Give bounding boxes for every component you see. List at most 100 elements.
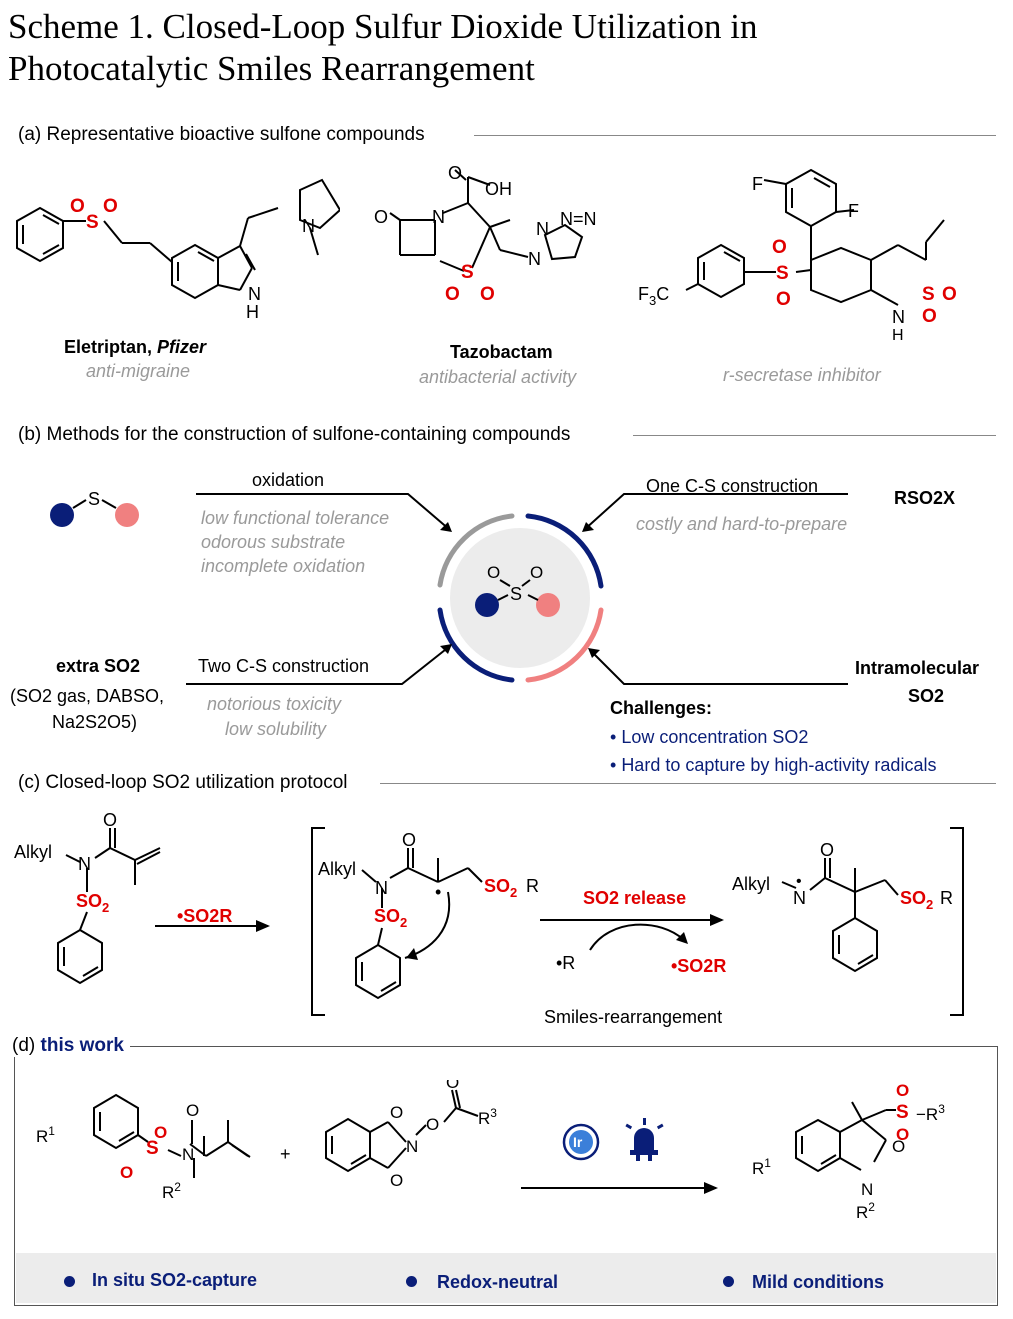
oxidation-label: oxidation — [252, 470, 325, 490]
svg-text:O: O — [186, 1101, 199, 1120]
feature-in-situ: In situ SO2-capture — [92, 1270, 258, 1290]
svg-text:+: + — [280, 1144, 291, 1164]
svg-text:O: O — [374, 207, 388, 227]
svg-text:Alkyl: Alkyl — [318, 859, 356, 879]
tazobactam-structure: O N O OH S O O N N N=N — [374, 165, 597, 305]
feature-bullet-1 — [64, 1276, 75, 1287]
svg-text:O: O — [820, 840, 834, 860]
svg-text:S: S — [896, 1102, 909, 1123]
svg-text:Alkyl: Alkyl — [732, 874, 770, 894]
svg-text:•: • — [435, 882, 441, 902]
svg-text:S: S — [88, 489, 100, 509]
svg-text:H: H — [246, 302, 259, 322]
two-cs-issue-1: notorious toxicity — [207, 694, 342, 714]
svg-text:SO2: SO2 — [374, 906, 407, 930]
svg-text:R: R — [526, 876, 539, 896]
svg-text:N: N — [536, 219, 549, 239]
svg-text:O: O — [445, 284, 460, 305]
svg-text:S: S — [146, 1138, 159, 1159]
svg-text:S: S — [776, 263, 789, 284]
extra-so2-reagent: extra SO2 — [56, 656, 141, 676]
svg-text:O: O — [154, 1123, 167, 1142]
eletriptan-activity: anti-migraine — [86, 361, 191, 381]
svg-text:N: N — [793, 888, 806, 908]
svg-text:O: O — [487, 563, 500, 582]
oxidation-issue-2: odorous substrate — [201, 532, 346, 552]
svg-text:O: O — [70, 196, 85, 217]
svg-text:Alkyl: Alkyl — [14, 842, 52, 862]
svg-text:R1: R1 — [36, 1124, 55, 1146]
svg-text:F: F — [848, 201, 859, 221]
svg-text:O: O — [480, 284, 495, 305]
svg-text:O: O — [120, 1163, 133, 1182]
section-c-heading: (c) Closed-loop SO2 utilization protocol — [18, 772, 348, 793]
svg-text:−R3: −R3 — [916, 1102, 945, 1124]
svg-text:O: O — [446, 1080, 459, 1092]
svg-text:O: O — [776, 289, 791, 310]
feature-bullet-3 — [723, 1276, 734, 1287]
scheme-title: Scheme 1. Closed-Loop Sulfur Dioxide Uti… — [8, 6, 1008, 90]
svg-text:N: N — [892, 307, 905, 327]
title-line-2: Photocatalytic Smiles Rearrangement — [8, 49, 535, 88]
section-b-diagram: S S O O — [50, 489, 848, 685]
svg-text:O: O — [530, 563, 543, 582]
svg-text:O: O — [896, 1081, 909, 1100]
so2-release-label: SO2 release — [583, 888, 687, 908]
svg-text:R2: R2 — [856, 1200, 875, 1222]
intramolecular-label-1: Intramolecular — [855, 658, 980, 678]
svg-text:N: N — [248, 284, 261, 304]
svg-text:N=N: N=N — [560, 209, 597, 229]
challenge-item-2: • Hard to capture by high-activity radic… — [610, 755, 937, 775]
svg-text:N: N — [182, 1145, 194, 1164]
svg-text:O: O — [103, 810, 117, 830]
two-cs-label: Two C-S construction — [198, 656, 370, 676]
svg-text:S: S — [461, 262, 474, 283]
light-bulb-icon — [625, 1118, 664, 1161]
svg-text:•: • — [796, 873, 802, 890]
section-b-rule — [633, 435, 996, 436]
svg-text:S: S — [86, 212, 99, 233]
svg-text:R1: R1 — [752, 1156, 771, 1178]
svg-text:R3: R3 — [478, 1106, 497, 1128]
feature-bullet-2 — [406, 1276, 417, 1287]
section-d-box — [14, 1046, 998, 1306]
svg-text:N: N — [406, 1137, 418, 1156]
so2-sources-2: Na2S2O5) — [52, 712, 138, 732]
tazobactam-activity: antibacterial activity — [419, 367, 577, 387]
secretase-inhibitor-structure: F F S O O S O O N H F3C — [638, 168, 957, 340]
svg-text:F: F — [752, 174, 763, 194]
one-cs-issue: costly and hard-to-prepare — [636, 514, 848, 534]
svg-text:OH: OH — [485, 179, 512, 199]
section-c-rule — [380, 783, 996, 784]
title-line-1: Scheme 1. Closed-Loop Sulfur Dioxide Uti… — [8, 7, 758, 46]
smiles-caption: Smiles-rearrangement — [544, 1007, 723, 1027]
ir-catalyst-label: Ir — [573, 1134, 583, 1150]
svg-text:O: O — [942, 284, 957, 305]
oxidation-issue-3: incomplete oxidation — [201, 556, 366, 576]
eletriptan-structure: S O O N H N — [16, 178, 340, 322]
tazobactam-name: Tazobactam — [450, 342, 553, 362]
two-cs-issue-2: low solubility — [225, 719, 327, 739]
svg-text:F3C: F3C — [638, 284, 669, 308]
challenge-item-1: • Low concentration SO2 — [610, 727, 809, 747]
svg-text:N: N — [528, 249, 541, 269]
svg-text:O: O — [922, 306, 937, 327]
feature-redox: Redox-neutral — [437, 1272, 559, 1292]
svg-text:O: O — [390, 1103, 403, 1122]
svg-text:O: O — [892, 1137, 905, 1156]
svg-text:N: N — [375, 878, 388, 898]
svg-text:O: O — [426, 1115, 439, 1134]
section-d-heading: (d) this work — [12, 1035, 130, 1057]
oxidation-issue-1: low functional tolerance — [201, 508, 390, 528]
feature-mild: Mild conditions — [752, 1272, 884, 1292]
svg-text:R: R — [940, 888, 953, 908]
section-a-heading: (a) Representative bioactive sulfone com… — [18, 124, 425, 145]
svg-text:N: N — [302, 216, 315, 236]
svg-text:O: O — [103, 196, 118, 217]
svg-text:N: N — [861, 1180, 873, 1199]
section-c-scheme: Alkyl N O SO2 Alkyl N O • SO2 R SO2 Alky… — [14, 810, 964, 1016]
svg-text:SO2: SO2 — [900, 888, 933, 912]
svg-text:S: S — [922, 284, 935, 305]
svg-text:O: O — [402, 830, 416, 850]
svg-text:S: S — [510, 584, 522, 604]
